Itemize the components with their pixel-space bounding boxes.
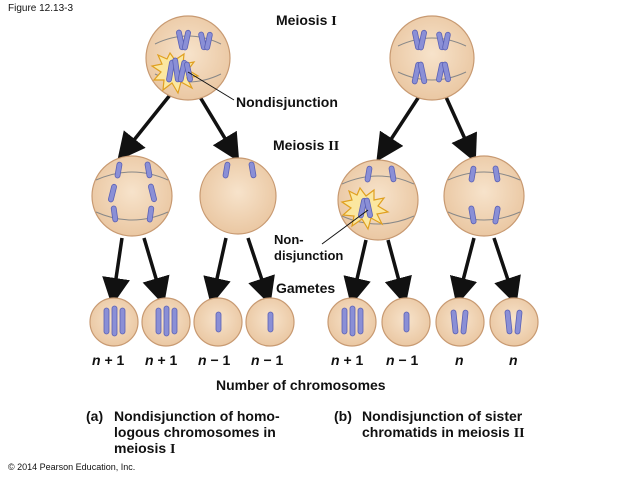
nondisjunction-leader-2 <box>321 209 369 245</box>
arrow-a2-3 <box>203 237 231 306</box>
arrow-b1-left <box>376 94 422 162</box>
gamete-count-2: n + 1 <box>145 352 178 368</box>
gamete-6 <box>381 297 431 347</box>
gamete-count-6: n − 1 <box>386 352 419 368</box>
nondisjunction-label-2-line2: disjunction <box>274 248 344 263</box>
caption-b-line2: chromatids in meiosis II <box>362 424 525 441</box>
chromosomes-b1-top <box>364 165 397 183</box>
caption-b: Nondisjunction of sister chromatids in m… <box>362 408 525 442</box>
arrow-a2-1 <box>102 237 130 306</box>
header-meiosis-1-word: Meiosis <box>276 12 328 28</box>
caption-a-marker: (a) <box>86 408 104 424</box>
gamete-count-3: n − 1 <box>198 352 231 368</box>
chromosomes-b-bottom <box>411 61 451 85</box>
gamete-count-1: n + 1 <box>92 352 125 368</box>
gamete-count-5: n + 1 <box>331 352 364 368</box>
arrow-a2-2 <box>142 237 170 306</box>
cell-meiosis2-b1 <box>337 159 419 241</box>
nondisjunction-label-2: Non- disjunction <box>274 232 343 264</box>
nondisjunction-leader <box>187 71 235 101</box>
gamete-5 <box>327 297 377 347</box>
cell-meiosis2-a2 <box>199 157 277 235</box>
header-meiosis-2-word: Meiosis <box>273 137 325 153</box>
gamete-8 <box>489 297 539 347</box>
caption-a-line2: logous chromosomes in <box>114 424 276 440</box>
caption-b-line1: Nondisjunction of sister <box>362 408 523 424</box>
arrow-a1-right <box>198 96 240 162</box>
nondisjunction-label-2-line1: Non- <box>274 232 304 247</box>
gamete-1 <box>89 297 139 347</box>
chromosomes-b1-cluster <box>358 197 373 219</box>
arrow-b2-4 <box>492 237 521 306</box>
gamete-count-7: n <box>455 352 464 368</box>
gamete-3 <box>193 297 243 347</box>
arrow-a1-left <box>117 93 172 161</box>
arrows <box>102 93 521 306</box>
header-meiosis-1-numeral: I <box>331 14 337 29</box>
gamete-count-8: n <box>509 352 518 368</box>
arrow-b2-3 <box>449 237 478 306</box>
chromosomes-b2 <box>468 165 501 225</box>
gamete-2 <box>141 297 191 347</box>
cell-meiosis2-b2 <box>443 155 525 237</box>
caption-b-marker: (b) <box>334 408 352 424</box>
chromosomes-a1 <box>108 161 157 223</box>
caption-a-line1: Nondisjunction of homo- <box>114 408 280 424</box>
header-meiosis-1: Meiosis I <box>276 12 337 30</box>
gametes-label: Gametes <box>276 280 336 296</box>
chromosomes-a2 <box>222 161 257 179</box>
arrow-b2-1 <box>343 239 371 306</box>
chromosomes-b-top <box>412 29 451 51</box>
header-meiosis-2-numeral: II <box>328 139 340 154</box>
arrow-b2-2 <box>384 239 412 306</box>
nondisjunction-label: Nondisjunction <box>236 94 338 110</box>
axis-label: Number of chromosomes <box>216 377 386 393</box>
caption-a: Nondisjunction of homo- logous chromosom… <box>114 408 280 458</box>
arrow-b1-right <box>444 96 477 163</box>
cell-meiosis1-b <box>389 15 475 101</box>
gamete-4 <box>245 297 295 347</box>
gamete-7 <box>435 297 485 347</box>
caption-a-line3: meiosis I <box>114 440 176 457</box>
header-meiosis-2: Meiosis II <box>273 137 339 155</box>
chromosome-pair-top <box>176 29 213 51</box>
cell-meiosis2-a1 <box>91 155 173 237</box>
gamete-count-4: n − 1 <box>251 352 284 368</box>
cell-meiosis1-a <box>145 15 231 101</box>
chromosome-cluster-a <box>166 57 193 83</box>
copyright: © 2014 Pearson Education, Inc. <box>8 462 136 472</box>
arrow-a2-4 <box>246 237 275 306</box>
figure-label: Figure 12.13-3 <box>8 3 74 14</box>
